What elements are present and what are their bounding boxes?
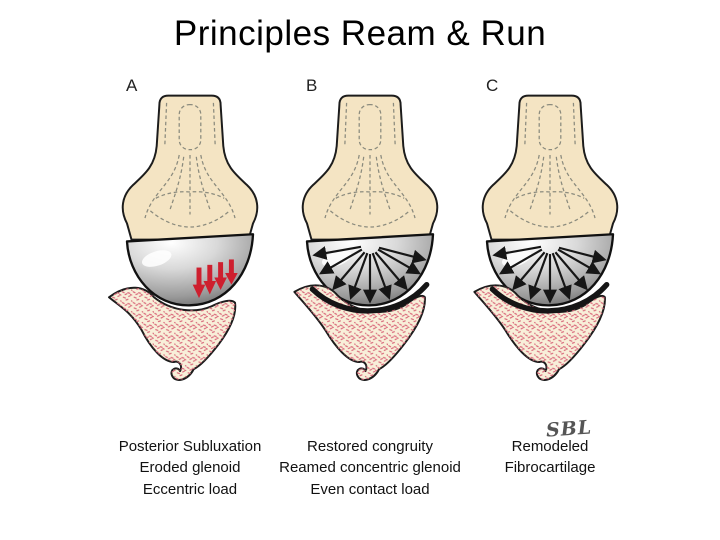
humerus xyxy=(481,94,619,241)
caption-line: Posterior Subluxation xyxy=(118,438,262,455)
panel-a: A Posterior Subluxation Eroded glenoid E… xyxy=(100,74,280,500)
panel-b-caption: Restored congruity Reamed concentric gle… xyxy=(253,436,487,500)
panel-a-illustration xyxy=(108,94,259,381)
page-title: Principles Ream & Run xyxy=(173,14,547,53)
caption-line: Reamed concentric glenoid xyxy=(279,459,461,477)
panel-b: B Restored congruity Reamed concentric g… xyxy=(279,74,461,500)
panel-b-label: B xyxy=(306,76,318,95)
panel-a-caption: Posterior Subluxation Eroded glenoid Ecc… xyxy=(73,436,307,500)
caption-line: Restored congruity xyxy=(307,438,433,455)
caption-line: Even contact load xyxy=(310,480,430,498)
humerus xyxy=(301,94,439,241)
caption-line: Fibrocartilage xyxy=(504,459,596,477)
caption-line: Eroded glenoid xyxy=(139,459,241,477)
panel-b-illustration xyxy=(293,94,439,381)
panel-c: C SBL Remodeled Fibrocartilage xyxy=(460,74,640,500)
panel-c-caption: Remodeled Fibrocartilage xyxy=(433,436,667,479)
panel-c-illustration xyxy=(473,94,619,381)
artist-signature: SBL xyxy=(545,416,593,442)
humerus xyxy=(121,94,259,241)
caption-line: Eccentric load xyxy=(142,480,238,498)
panel-c-label: C xyxy=(486,76,499,95)
caption-line: Remodeled xyxy=(511,438,589,455)
panel-a-label: A xyxy=(126,76,138,95)
panel-row: A Posterior Subluxation Eroded glenoid E… xyxy=(100,74,720,500)
